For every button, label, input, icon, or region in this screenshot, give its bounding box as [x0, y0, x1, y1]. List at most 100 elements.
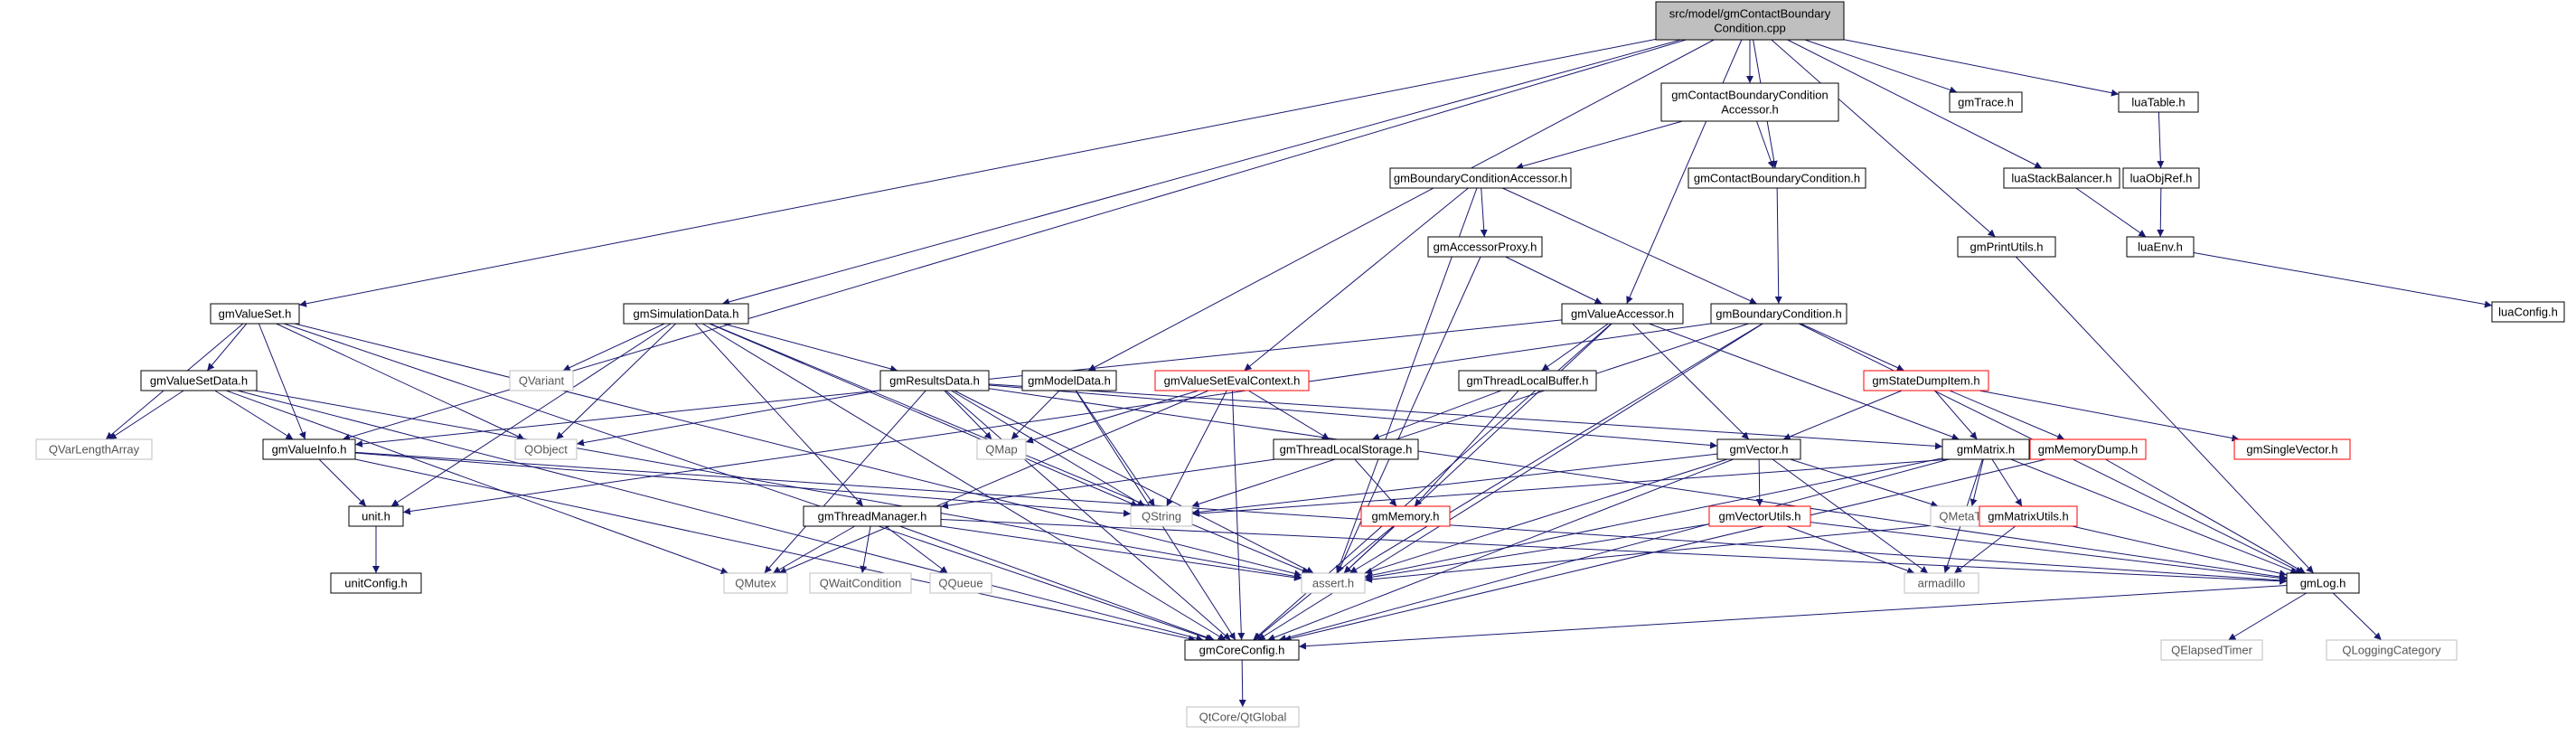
- node-valueaccessor[interactable]: gmValueAccessor.h: [1561, 303, 1684, 325]
- node-memdump[interactable]: gmMemoryDump.h: [2029, 438, 2147, 460]
- node-box: [803, 505, 942, 527]
- node-label: gmVectorUtils.h: [1718, 510, 1800, 523]
- node-asserth: assert.h: [1301, 572, 1366, 594]
- node-label: QVarLengthArray: [49, 443, 140, 457]
- node-label: gmPrintUtils.h: [1970, 240, 2044, 254]
- node-box: [2029, 438, 2147, 460]
- dependency-edge-root-to-valueaccessor: [1626, 39, 1743, 305]
- dependency-edge-matrix-to-gmlog: [2010, 458, 2299, 574]
- dependency-edge-valuesetdata-to-qvarlen: [108, 390, 184, 440]
- dependency-edge-valueinfo-to-coreconfig: [354, 458, 1196, 643]
- node-coreconfig[interactable]: gmCoreConfig.h: [1184, 639, 1300, 661]
- node-root[interactable]: src/model/gmContactBoundaryCondition.cpp: [1655, 1, 1845, 41]
- node-modeldata[interactable]: gmModelData.h: [1021, 370, 1117, 391]
- node-box: [1708, 505, 1811, 527]
- dependency-edge-memdump-to-coreconfig: [1283, 458, 2046, 643]
- node-qmap: QMap: [976, 438, 1027, 460]
- node-box: [1154, 370, 1310, 391]
- dependency-edge-matrix-to-qmetatype: [1970, 458, 1984, 507]
- dependency-edge-matrix-to-matrixutils: [1991, 458, 2023, 507]
- node-box: [1688, 167, 1866, 189]
- dependency-edge-bc-to-asserth: [1349, 323, 1763, 574]
- node-matrixutils[interactable]: gmMatrixUtils.h: [1979, 505, 2078, 527]
- node-contactbc[interactable]: gmContactBoundaryCondition.h: [1688, 167, 1866, 189]
- dependency-edge-root-to-luatable: [1843, 39, 2120, 97]
- node-vectorutils[interactable]: gmVectorUtils.h: [1708, 505, 1811, 527]
- node-luastack[interactable]: luaStackBalancer.h: [2003, 167, 2120, 189]
- dependency-edge-matrix-to-coreconfig: [1278, 458, 1950, 642]
- dependency-edge-simdata-to-unit: [390, 323, 672, 507]
- node-statedump[interactable]: gmStateDumpItem.h: [1863, 370, 1989, 391]
- node-resultsdata[interactable]: gmResultsData.h: [879, 370, 990, 391]
- node-qtglobal: QtCore/QtGlobal: [1186, 706, 1300, 728]
- dependency-edge-accproxy-to-valueaccessor: [1505, 256, 1603, 305]
- dependency-edge-vector-to-qstring: [1191, 453, 1718, 516]
- node-box: [1561, 303, 1684, 325]
- dependency-edge-threadmanager-to-qqueue: [885, 525, 948, 574]
- node-memory[interactable]: gmMemory.h: [1360, 505, 1451, 527]
- dependency-edge-simdata-to-threadmanager: [694, 323, 864, 507]
- dependency-edge-valueinfo-to-gmlog: [354, 451, 2288, 584]
- node-singlevector[interactable]: gmSingleVector.h: [2233, 438, 2351, 460]
- node-luaconfig[interactable]: luaConfig.h: [2491, 301, 2565, 323]
- node-box: [1660, 82, 1839, 122]
- node-luaenv[interactable]: luaEnv.h: [2126, 236, 2195, 258]
- node-vsevalctx[interactable]: gmValueSetEvalContext.h: [1154, 370, 1310, 391]
- node-unit[interactable]: unit.h: [348, 505, 404, 527]
- node-label: armadillo: [1918, 577, 1966, 590]
- node-luaobjref[interactable]: luaObjRef.h: [2122, 167, 2200, 189]
- node-label: gmValueSet.h: [219, 307, 292, 321]
- dependency-edge-matrixutils-to-gmlog: [2072, 525, 2288, 578]
- node-gmtrace[interactable]: gmTrace.h: [1949, 91, 2023, 113]
- node-box: [210, 303, 300, 325]
- node-valueinfo[interactable]: gmValueInfo.h: [262, 438, 356, 460]
- node-matrix[interactable]: gmMatrix.h: [1941, 438, 2030, 460]
- node-vector[interactable]: gmVector.h: [1716, 438, 1801, 460]
- node-box: [623, 303, 749, 325]
- node-box: [1458, 370, 1597, 391]
- node-box: [976, 438, 1027, 460]
- node-gmlog[interactable]: gmLog.h: [2286, 572, 2360, 594]
- node-threadlocalbuf[interactable]: gmThreadLocalBuffer.h: [1458, 370, 1597, 391]
- dependency-edge-vector-to-vectorutils: [1755, 458, 1763, 507]
- dependency-edge-gmlog-to-qlogcat: [2332, 592, 2383, 641]
- dependency-edge-luatable-to-luaobjref: [2157, 111, 2165, 169]
- dependency-edge-modeldata-to-qmap: [1011, 390, 1060, 440]
- dependency-edge-threadmanager-to-gmlog: [940, 519, 2288, 585]
- dependency-edge-matrix-to-asserth: [1364, 457, 1943, 580]
- node-box: [1301, 572, 1366, 594]
- dependency-edge-valueinfo-to-qstring: [354, 452, 1132, 517]
- node-threadmanager[interactable]: gmThreadManager.h: [803, 505, 942, 527]
- node-bc[interactable]: gmBoundaryCondition.h: [1710, 303, 1847, 325]
- node-label: gmLog.h: [2300, 577, 2346, 590]
- node-box: [2122, 167, 2200, 189]
- node-label: assert.h: [1312, 577, 1354, 590]
- node-box: [262, 438, 356, 460]
- dependency-edge-resultsdata-to-qstring: [951, 390, 1145, 507]
- dependency-edge-resultsdata-to-coreconfig: [945, 390, 1231, 641]
- dependency-edge-statedump-to-memdump: [1949, 390, 2065, 440]
- node-simdata[interactable]: gmSimulationData.h: [623, 303, 749, 325]
- node-printutils[interactable]: gmPrintUtils.h: [1957, 236, 2056, 258]
- dependency-edge-threadmanager-to-coreconfig: [899, 525, 1215, 642]
- node-threadlocalstorage[interactable]: gmThreadLocalStorage.h: [1273, 438, 1419, 460]
- node-label: gmMatrix.h: [1957, 443, 2015, 457]
- node-valueset[interactable]: gmValueSet.h: [210, 303, 300, 325]
- dependency-edge-statedump-to-singlevector: [1979, 390, 2240, 442]
- node-bcaccessor[interactable]: gmBoundaryConditionAccessor.h: [1389, 167, 1572, 189]
- dependency-edge-luastack-to-luaenv: [2075, 187, 2147, 238]
- node-luatable[interactable]: luaTable.h: [2118, 91, 2199, 113]
- node-label: gmThreadLocalBuffer.h: [1467, 374, 1589, 388]
- dependency-edge-gmlog-to-coreconfig: [1298, 584, 2288, 650]
- node-accproxy[interactable]: gmAccessorProxy.h: [1427, 236, 1543, 258]
- dependency-edge-vsevalctx-to-qmap: [1025, 390, 1199, 444]
- node-qobject: QObject: [514, 438, 578, 460]
- node-unitconfig[interactable]: unitConfig.h: [330, 572, 422, 594]
- node-qmutex: QMutex: [723, 572, 788, 594]
- node-box: [1863, 370, 1989, 391]
- node-valuesetdata[interactable]: gmValueSetData.h: [140, 370, 258, 391]
- node-box: [348, 505, 404, 527]
- dependency-edge-threadlocalstorage-to-memory: [1354, 458, 1397, 507]
